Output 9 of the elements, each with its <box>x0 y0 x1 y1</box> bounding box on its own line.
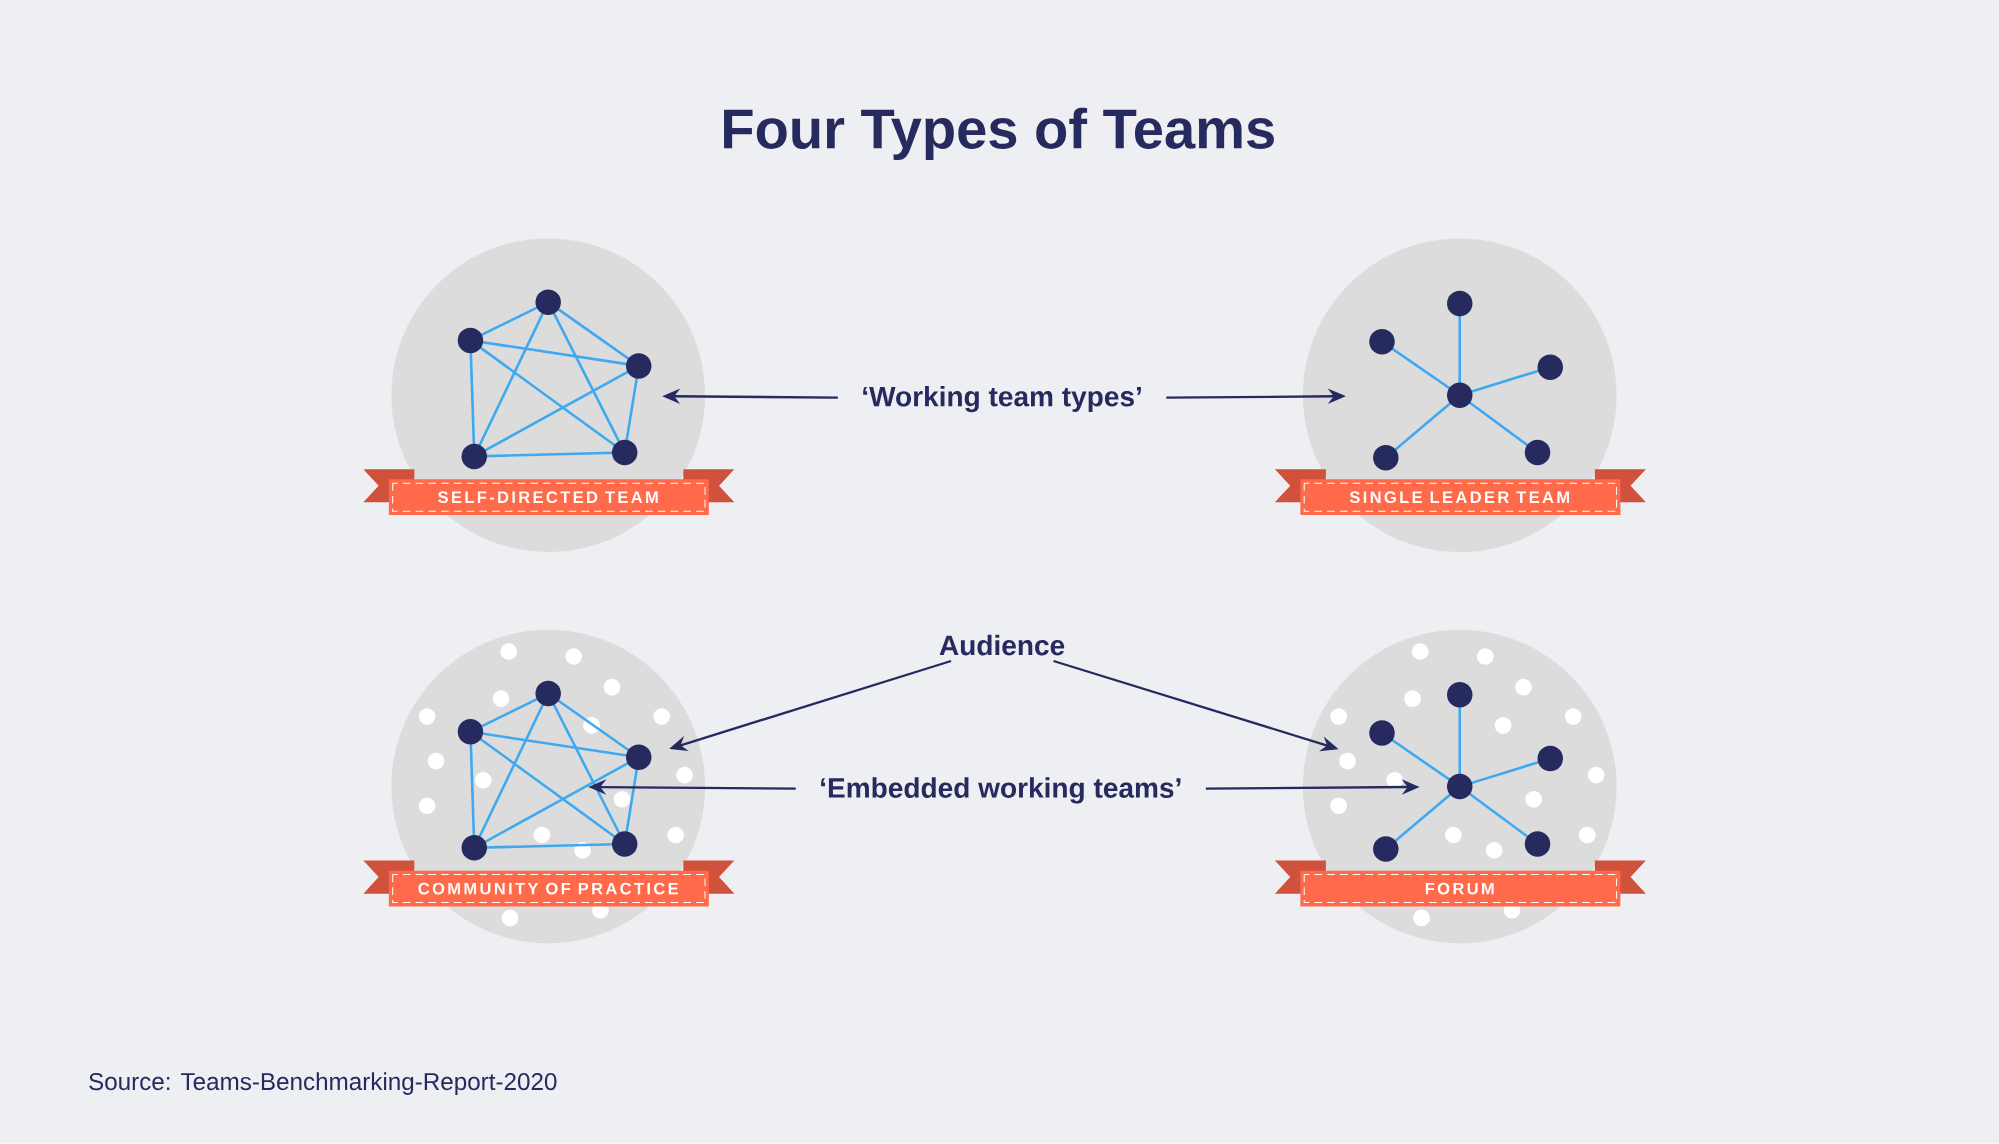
callout-text: ‘Embedded working teams’ <box>821 777 1181 804</box>
ribbon-banner: SINGLE LEADER TEAM <box>1274 469 1646 516</box>
ribbon-banner: COMMUNITY OF PRACTICE <box>363 860 735 907</box>
callout-text: Audience <box>939 635 1065 656</box>
ribbon-banner: SELF-DIRECTED TEAM <box>363 469 735 516</box>
ribbon-banner: FORUM <box>1274 860 1646 907</box>
title: Four Types of Teams <box>724 107 1274 161</box>
callout-text: ‘Working team types’ <box>863 386 1141 413</box>
source-note: Source: Teams-Benchmarking-Report-2020 <box>89 1072 557 1096</box>
